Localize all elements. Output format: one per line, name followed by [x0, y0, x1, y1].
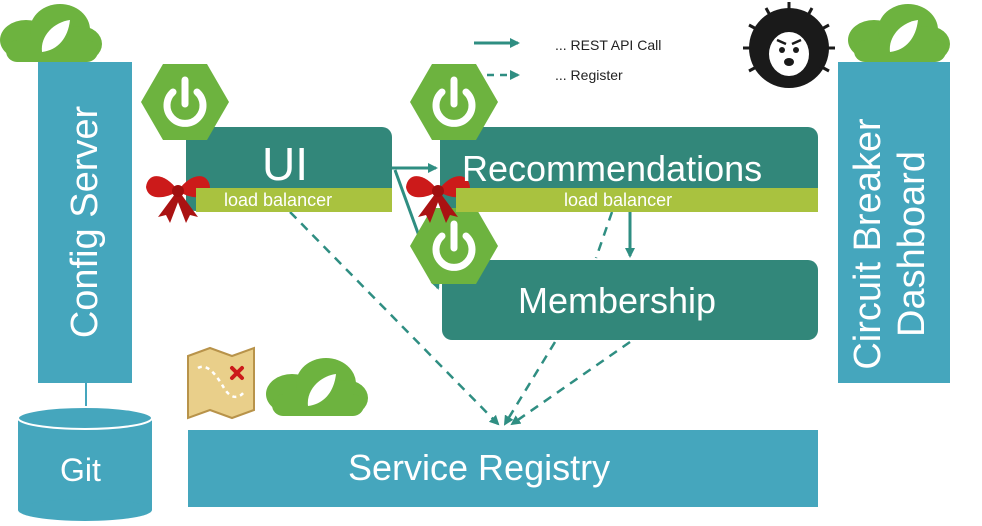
membership-register-arrow-a	[503, 341, 557, 426]
spring-boot-power-icon	[141, 64, 229, 140]
git-cylinder	[17, 406, 153, 521]
spring-cloud-icon	[266, 358, 368, 416]
spring-boot-power-icon	[410, 64, 498, 140]
ui-service-label: UI	[262, 138, 308, 190]
config-server-label: Config Server	[64, 105, 106, 339]
membership-register-arrow-b	[510, 340, 631, 426]
ribbon-bow-icon	[146, 176, 210, 223]
recommendations-load-balancer-band: load balancer	[456, 188, 818, 212]
recommendations-register-arrow	[594, 211, 614, 259]
treasure-map-icon	[187, 346, 255, 420]
service-registry-box	[188, 430, 818, 507]
recommendations-service-label: Recommendations	[462, 148, 763, 189]
hystrix-hedgehog-icon	[743, 2, 835, 88]
service-registry-label: Service Registry	[348, 447, 611, 488]
circuit-breaker-line2: Dashboard	[891, 151, 933, 337]
git-label: Git	[60, 452, 101, 488]
membership-service-label: Membership	[518, 280, 717, 321]
ui-register-arrow	[289, 211, 500, 426]
spring-cloud-icon	[848, 4, 950, 62]
legend-register-label: ... Register	[555, 67, 623, 83]
spring-boot-power-icon	[410, 208, 498, 284]
spring-cloud-icon	[0, 4, 102, 62]
ui-load-balancer-band: load balancer	[196, 188, 392, 212]
recommendations-load-balancer-label: load balancer	[564, 190, 673, 210]
membership-service-box	[442, 260, 818, 340]
circuit-breaker-dashboard-label: Circuit Breaker Dashboard	[846, 104, 942, 384]
ui-load-balancer-label: load balancer	[224, 190, 333, 210]
ribbon-bow-icon	[406, 176, 470, 223]
legend-rest-call-label: ... REST API Call	[555, 37, 662, 53]
config-server-box	[38, 62, 132, 383]
circuit-breaker-box	[838, 62, 950, 383]
circuit-breaker-line1: Circuit Breaker	[847, 118, 889, 370]
